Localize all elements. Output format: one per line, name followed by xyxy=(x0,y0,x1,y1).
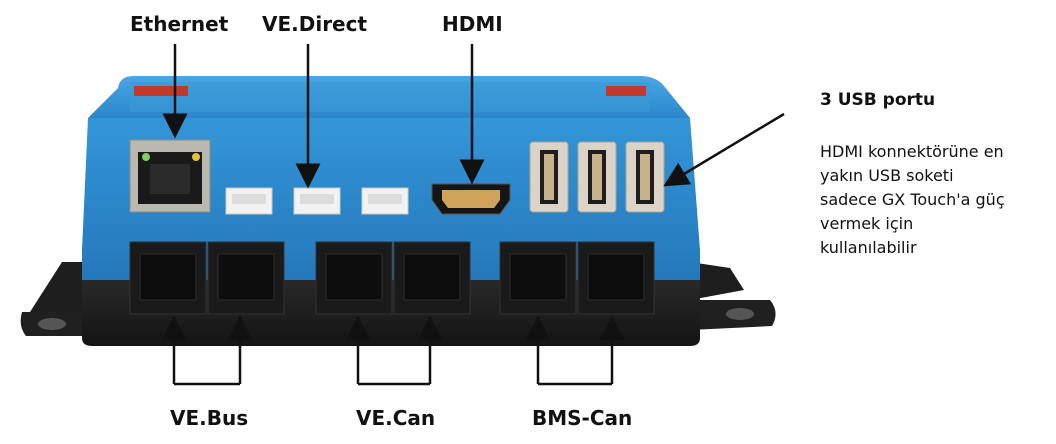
label-strip xyxy=(130,82,650,112)
mounting-flange-left xyxy=(20,262,101,336)
ve-bus-bracket xyxy=(161,315,253,386)
bms-can-port-1 xyxy=(499,241,577,315)
usb-callout-title: 3 USB portu xyxy=(820,90,936,110)
ve-can-port-1 xyxy=(315,241,393,315)
ethernet-port xyxy=(129,139,211,213)
usb-note-line: vermek için xyxy=(820,214,914,233)
ve-direct-label: VE.Direct xyxy=(262,12,368,36)
usb-arrow xyxy=(663,112,785,187)
hdmi-port xyxy=(431,183,511,215)
bms-can-label: BMS-Can xyxy=(532,406,633,430)
bms-can-port-2 xyxy=(577,241,655,315)
ve-can-port-2 xyxy=(393,241,471,315)
brand-badge xyxy=(134,86,188,96)
usb-note-line: kullanılabilir xyxy=(820,238,917,257)
usb-callout-note: HDMI konnektörüne en yakın USB soketi sa… xyxy=(820,140,1056,260)
ve-can-bracket xyxy=(345,315,443,386)
ve-direct-port-2 xyxy=(293,187,341,215)
ve-direct-port-1 xyxy=(225,187,273,215)
usb-note-line: yakın USB soketi xyxy=(820,166,954,185)
ethernet-label: Ethernet xyxy=(130,12,229,36)
ve-bus-port-1 xyxy=(129,241,207,315)
ve-can-label: VE.Can xyxy=(356,406,436,430)
ve-bus-label: VE.Bus xyxy=(170,406,249,430)
mounting-flange-right xyxy=(690,262,776,330)
hdmi-label: HDMI xyxy=(442,12,503,36)
usb-note-line: sadece GX Touch'a güç xyxy=(820,190,1005,209)
ve-direct-port-3 xyxy=(361,187,409,215)
usb-port-1 xyxy=(529,141,569,213)
ve-bus-port-2 xyxy=(207,241,285,315)
usb-note-line: HDMI konnektörüne en xyxy=(820,142,1004,161)
brand-badge-right xyxy=(606,86,646,96)
usb-port-2 xyxy=(577,141,617,213)
bms-can-bracket xyxy=(525,315,625,386)
usb-port-3 xyxy=(625,141,665,213)
